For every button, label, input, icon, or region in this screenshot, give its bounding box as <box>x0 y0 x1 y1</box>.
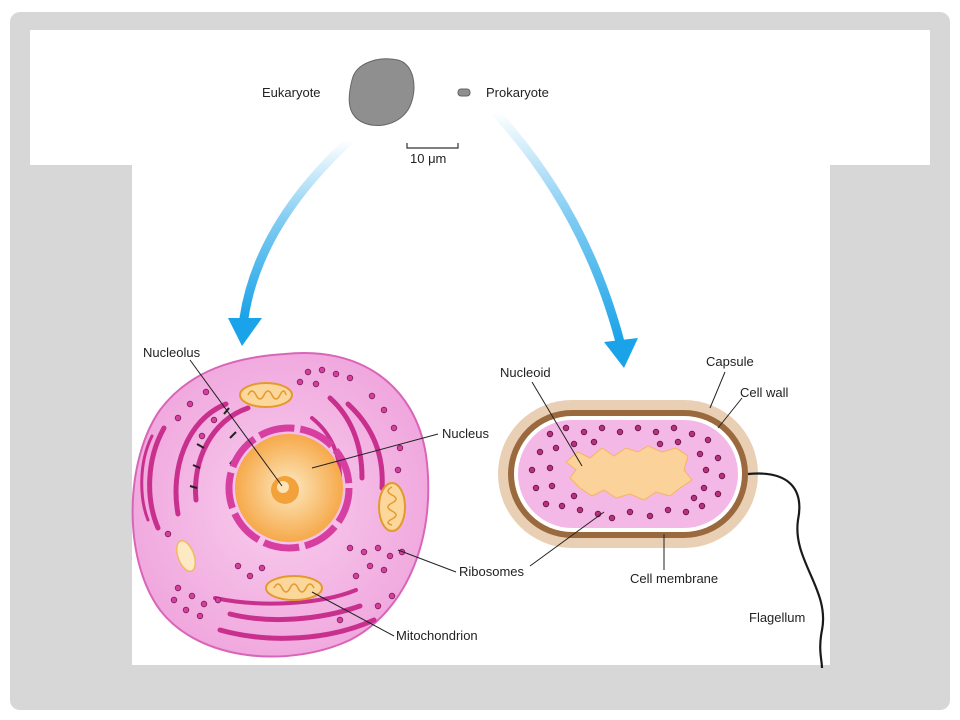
prokaryote-label: Prokaryote <box>486 85 549 100</box>
free-ribosomes <box>164 366 406 624</box>
mitochondrion-top <box>239 382 293 408</box>
ribosomes-label: Ribosomes <box>459 564 525 579</box>
left-arrow-head <box>228 318 262 346</box>
nucleus <box>225 424 353 552</box>
right-arrow-shaft <box>490 107 625 347</box>
nucleoid <box>565 445 693 501</box>
size-comparison: Eukaryote Prokaryote 10 μm <box>262 58 549 166</box>
prokaryotic-cell: Nucleoid Capsule Cell wall Cell membrane… <box>498 354 825 669</box>
nucleolus-label: Nucleolus <box>143 345 201 360</box>
left-arrow-shaft <box>239 135 355 323</box>
left-arrow <box>228 135 355 346</box>
mitochondrion-label: Mitochondrion <box>396 628 478 643</box>
eukaryote-leader-lines <box>189 359 457 637</box>
prokaryote-blob-icon <box>457 88 471 97</box>
prokaryote-leader-lines <box>529 371 743 570</box>
mitochondrion-left <box>175 539 197 573</box>
scale-bar-label: 10 μm <box>410 151 446 166</box>
right-arrow-head <box>604 338 638 368</box>
eukaryotic-cell: Nucleolus Nucleus Ribosomes Mitochondrio… <box>131 345 525 658</box>
capsule-label: Capsule <box>706 354 754 369</box>
prokaryote-ribosomes <box>528 424 726 522</box>
scale-bar <box>406 143 459 149</box>
nucleus-label: Nucleus <box>442 426 489 441</box>
cell-membrane-label: Cell membrane <box>630 571 718 586</box>
right-arrow <box>490 107 638 368</box>
nucleoid-label: Nucleoid <box>500 365 551 380</box>
mitochondrion-right <box>378 482 406 532</box>
flagellum <box>747 472 825 669</box>
top-white-band <box>30 30 930 165</box>
cell-wall-label: Cell wall <box>740 385 789 400</box>
eukaryote-label: Eukaryote <box>262 85 321 100</box>
flagellum-label: Flagellum <box>749 610 805 625</box>
eukaryote-blob-icon <box>348 58 415 126</box>
mitochondrion-bottom <box>265 575 323 601</box>
